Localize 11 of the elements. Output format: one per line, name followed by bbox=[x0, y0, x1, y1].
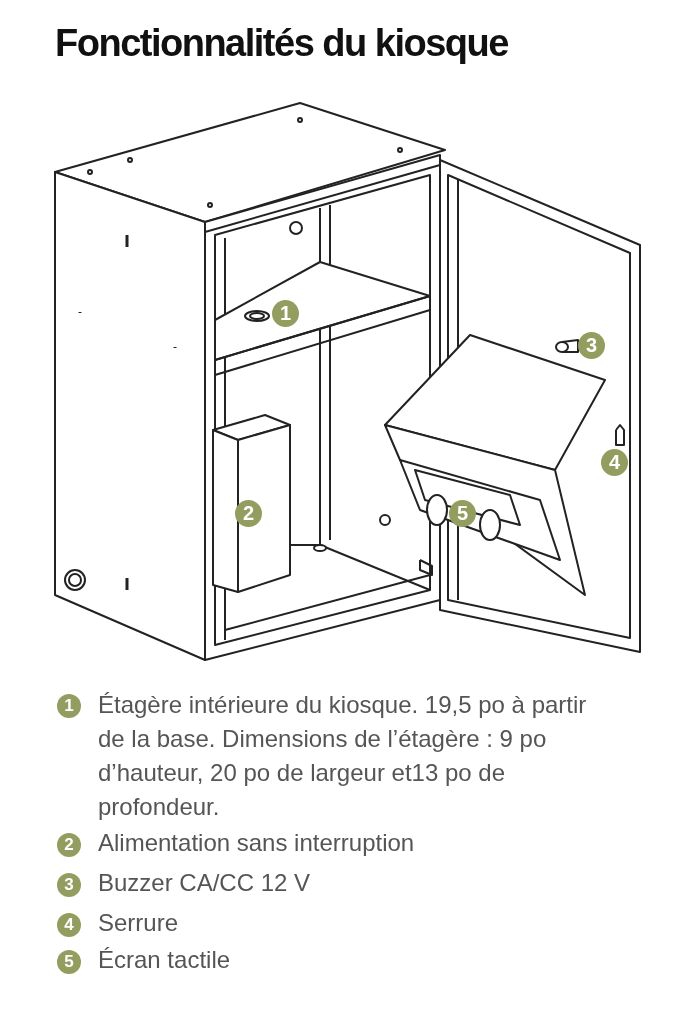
list-number: 2 bbox=[57, 833, 81, 857]
list-number: 4 bbox=[57, 913, 81, 937]
feature-description: Serrure bbox=[98, 908, 180, 938]
feature-description: Écran tactile bbox=[98, 945, 232, 975]
feature-description: Alimentation sans interruption bbox=[98, 828, 416, 858]
feature-description: Buzzer CA/CC 12 V bbox=[98, 868, 312, 898]
list-number: 5 bbox=[57, 950, 81, 974]
list-number: 1 bbox=[57, 694, 81, 718]
list-number: 3 bbox=[57, 873, 81, 897]
title: Fonctionnalités du kiosque bbox=[55, 22, 508, 65]
feature-description: Étagère intérieure du kiosque. 19,5 po à partir de la base. Dimensions de l’étagère : 9 po d’hauteur, 20 po de largeur et13 po de profondeur. bbox=[98, 690, 588, 822]
